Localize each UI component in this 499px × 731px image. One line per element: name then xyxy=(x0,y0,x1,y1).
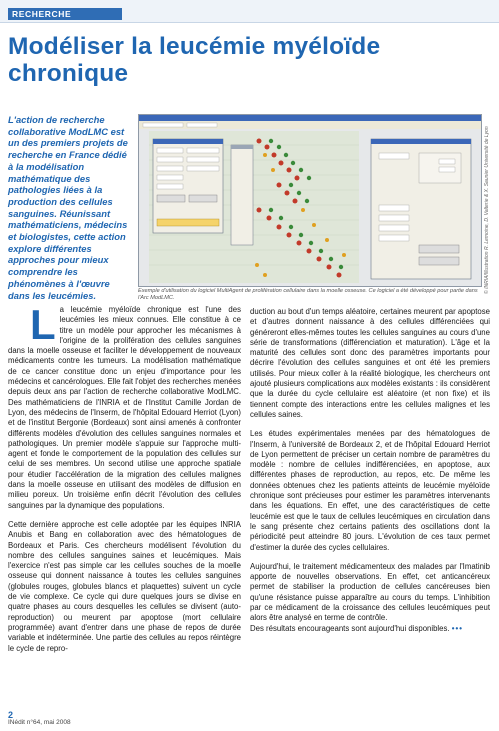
article-title: Modéliser la leucémie myéloïde chronique xyxy=(8,33,381,87)
paragraph-text: a leucémie myéloïde chronique est l'une … xyxy=(8,305,241,510)
page-footer: 2 INédit n°64, mai 2008 xyxy=(8,711,71,727)
issue-line: INédit n°64, mai 2008 xyxy=(8,719,71,726)
paragraph: Les études expérimentales menées par des… xyxy=(250,429,490,552)
drop-cap: L xyxy=(30,301,56,348)
paragraph: Aujourd'hui, le traitement médicamenteux… xyxy=(250,561,490,623)
page-number: 2 xyxy=(8,710,14,720)
paragraph: Des résultats encourageants sont aujourd… xyxy=(250,624,490,634)
continued-marker: ••• xyxy=(451,623,463,633)
figure-caption: Exemple d'utilisation du logiciel MultiA… xyxy=(138,288,478,302)
figure-screenshot xyxy=(138,114,482,287)
figure-credit: © INRIA/Illustration R. Lemoine, D. Valt… xyxy=(484,114,496,294)
header-band: RECHERCHE xyxy=(0,0,499,23)
figure-credit-text: © INRIA/Illustration R. Lemoine, D. Valt… xyxy=(484,126,490,294)
paragraph: Cette dernière approche est celle adopté… xyxy=(8,519,241,653)
paragraph-text: Des résultats encourageants sont aujourd… xyxy=(250,623,450,633)
article-intro: L'action de recherche collaborative ModL… xyxy=(8,114,128,301)
software-screenshot-illustration xyxy=(139,115,481,286)
paragraph: duction au bout d'un temps aléatoire, ce… xyxy=(250,307,490,419)
section-rubric: RECHERCHE xyxy=(8,8,122,20)
body-column-2: duction au bout d'un temps aléatoire, ce… xyxy=(250,307,490,643)
